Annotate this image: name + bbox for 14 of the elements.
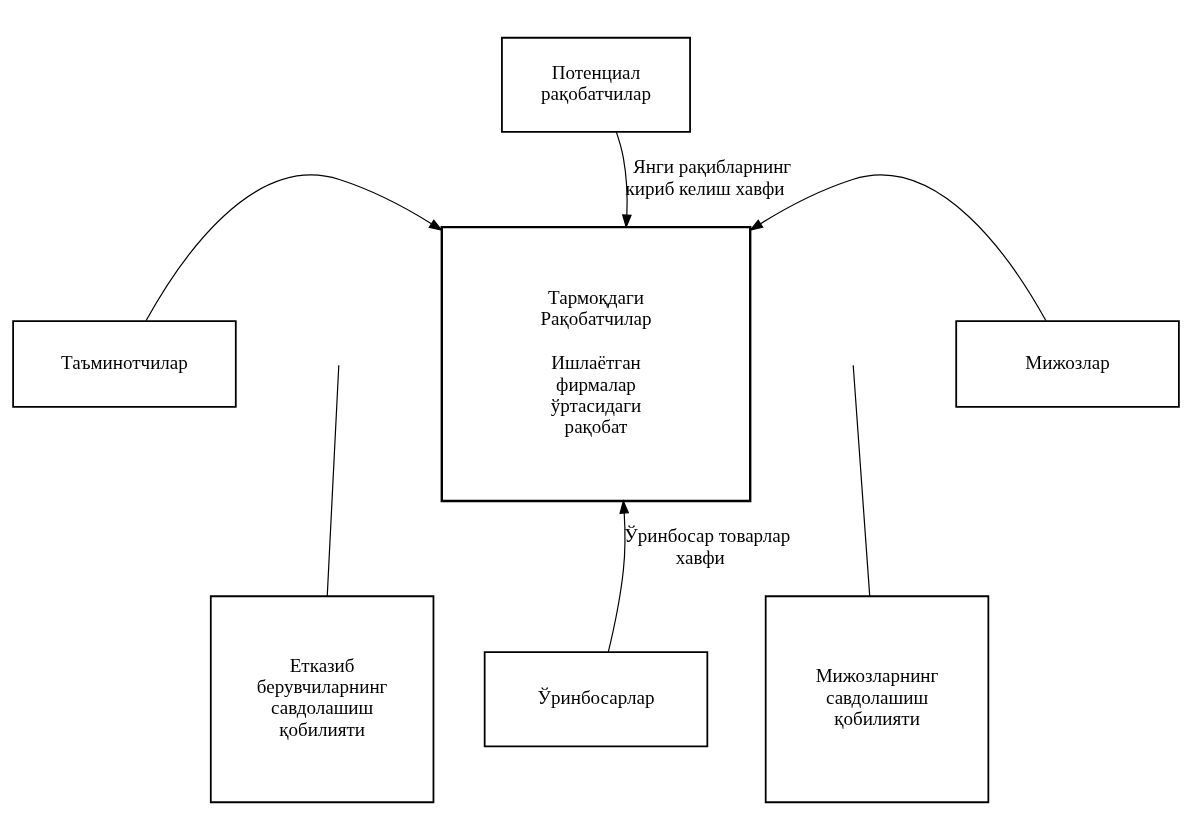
arrow [748, 174, 1047, 322]
edge-label: Ўринбосар товарлар хавфи [624, 525, 791, 568]
connector [852, 364, 871, 597]
node-box: Таъминотчилар [12, 320, 237, 408]
node-box: Тармоқдаги Рақобатчилар Ишлаётган фирмалар ўртасидаги рақобат [440, 225, 752, 503]
node-box: Етказиб берувчиларнинг савдолашиш қобилияти [209, 595, 435, 804]
arrow [145, 174, 444, 322]
arrow [615, 131, 632, 229]
node-box: Ўринбосарлар [483, 651, 709, 748]
node-box: Мижозлар [955, 320, 1180, 408]
node-box: Потенциал рақобатчилар [501, 36, 691, 133]
node-box: Мижозларнинг савдолашиш қобилияти [764, 595, 990, 804]
arrow [607, 499, 630, 653]
connector [326, 364, 340, 597]
